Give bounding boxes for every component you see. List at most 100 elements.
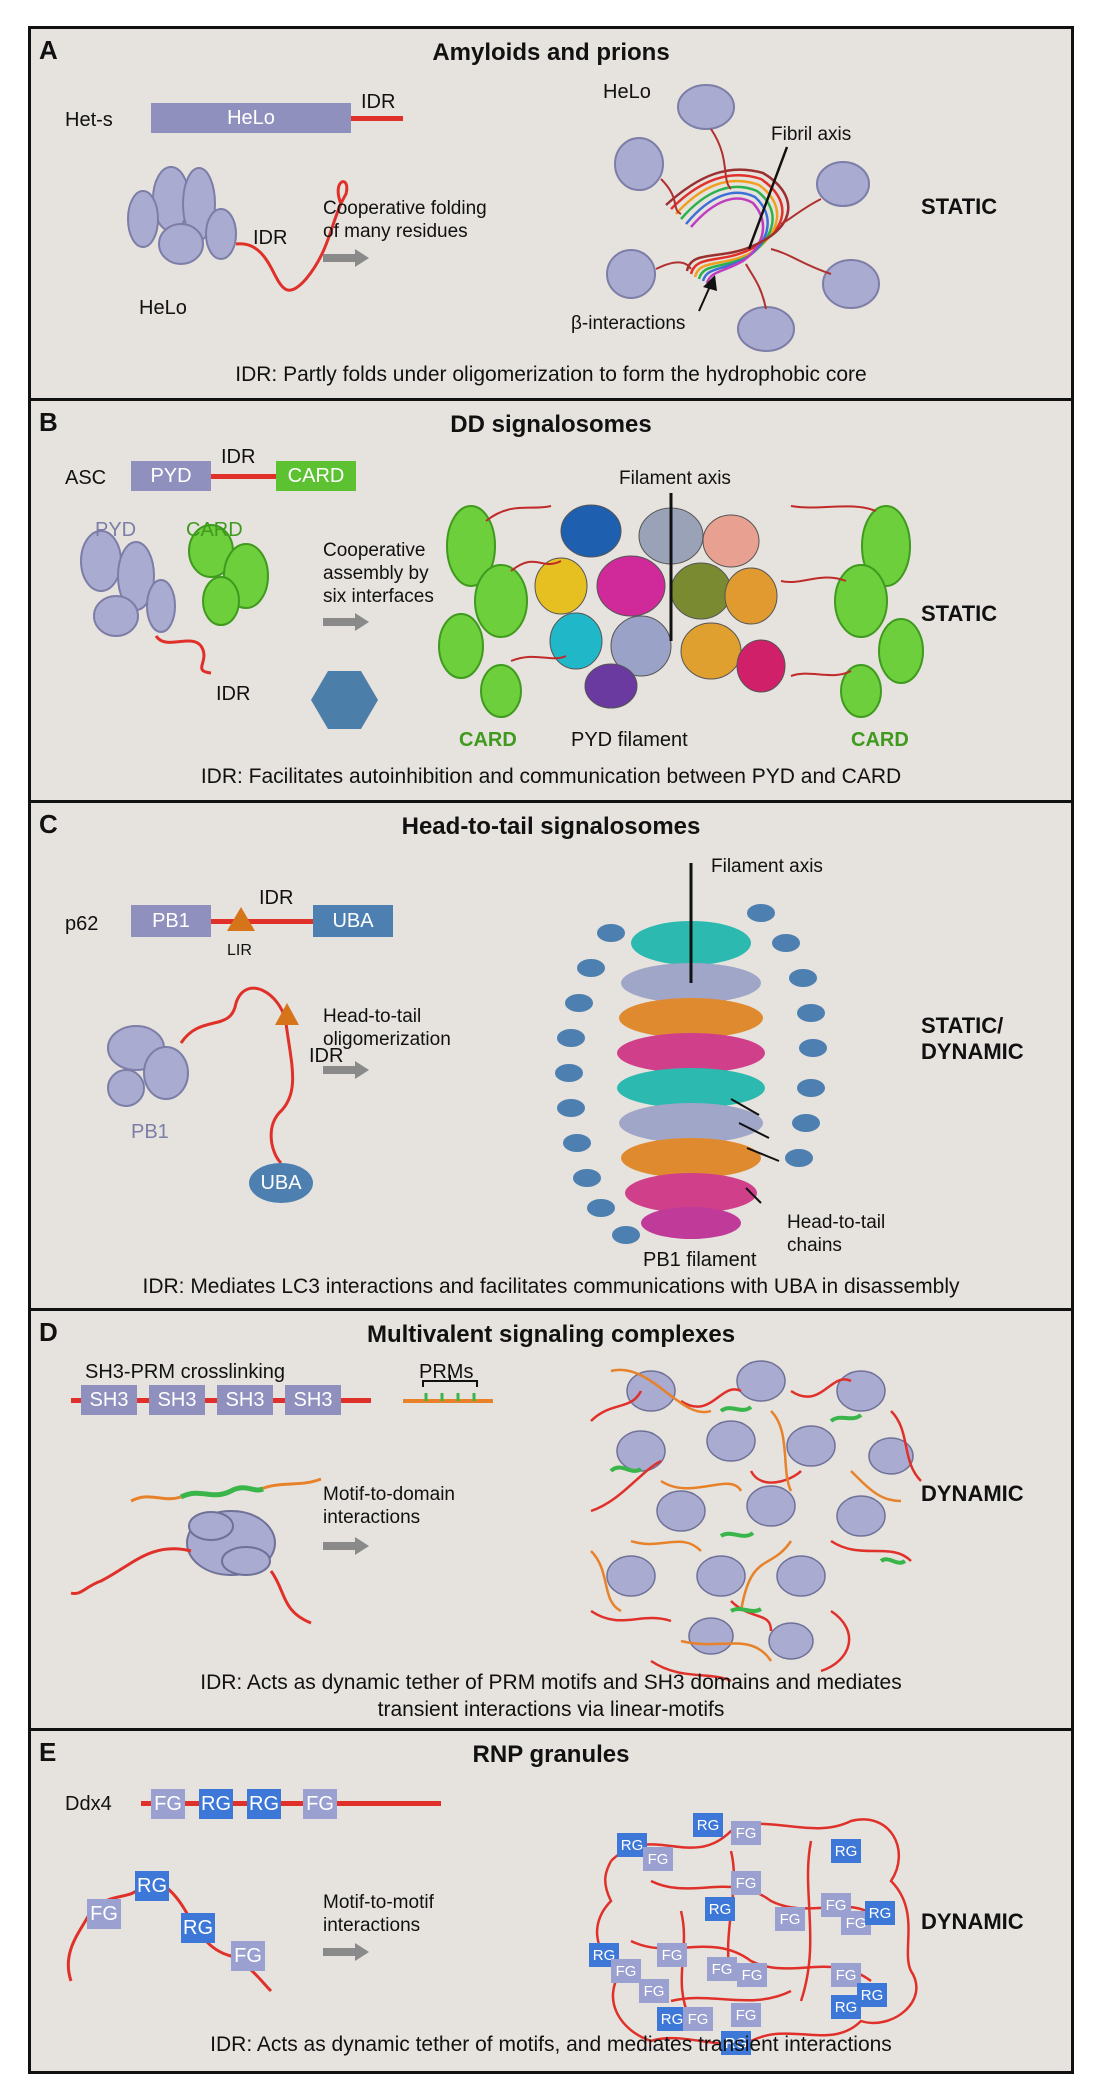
panel-c-arrow	[323, 1061, 369, 1079]
prm-bracket	[422, 1375, 478, 1387]
panel-b-arrow	[323, 613, 369, 631]
uba-ring-left	[555, 924, 640, 1244]
pyd-domain-box: PYD	[131, 461, 211, 491]
panel-c-caption: IDR: Mediates LC3 interactions and facil…	[142, 1275, 960, 1298]
ddx4-motif-rg-2: RG	[247, 1789, 281, 1819]
panel-e: E RNP granules Ddx4 FG RG RG FG FG RG RG…	[31, 1731, 1071, 2071]
panel-b-caption: IDR: Facilitates autoinhibition and comm…	[200, 765, 902, 788]
panel-c-state: STATIC/ DYNAMIC	[921, 1013, 1024, 1064]
ddx4-motif-rg-1: RG	[199, 1789, 233, 1819]
panel-e-label: E	[39, 1737, 57, 1767]
panel-d-label: D	[39, 1317, 58, 1347]
head-to-tail-chains-label: Head-to-tail chains	[787, 1212, 886, 1256]
helo-domain-box: HeLo	[151, 103, 351, 133]
ddx4-line	[141, 1801, 441, 1806]
panel-e-title: RNP granules	[472, 1741, 630, 1768]
struct-motif-fg-2: FG	[231, 1941, 265, 1971]
granule-fg: FG	[831, 1963, 861, 1987]
fibril-core	[665, 168, 790, 284]
ddx4-label: Ddx4	[65, 1793, 112, 1815]
fibril-helo-domains	[606, 84, 880, 352]
card-structure	[188, 524, 269, 626]
helo-idr-structure-label: IDR	[253, 227, 288, 249]
panel-d-title: Multivalent signaling complexes	[366, 1321, 736, 1348]
uba-structure-label: UBA	[260, 1171, 302, 1194]
p62-idr-structure-label: IDR	[309, 1045, 344, 1067]
panel-d-arrow	[323, 1537, 369, 1555]
pb1-structure-label: PB1	[131, 1121, 169, 1143]
granule-fg: FG	[731, 1871, 761, 1895]
panel-d-art	[70, 1360, 922, 1683]
pb1-filament-label: PB1 filament	[643, 1249, 757, 1271]
pyd-filament-label: PYD filament	[571, 729, 688, 751]
pyd-filament-core	[534, 504, 786, 709]
sh3-domain-1: SH3	[81, 1385, 137, 1415]
fibril-axis-line	[747, 146, 789, 250]
p62-idr-curve	[179, 986, 295, 1165]
prm-motifs	[424, 1393, 476, 1401]
struct-motif-rg-2: RG	[181, 1913, 215, 1943]
granule-rg: RG	[865, 1901, 895, 1925]
granule-fg: FG	[821, 1893, 851, 1917]
granule-rg: RG	[831, 1995, 861, 2019]
asc-idr-curve	[154, 634, 212, 675]
pb1-filament-axis-label: Filament axis	[711, 856, 823, 877]
panel-b-state: STATIC	[921, 601, 998, 626]
fibril-linkers	[655, 128, 832, 310]
granule-fg: FG	[707, 1957, 737, 1981]
panel-c: C Head-to-tail signalosomes p62 PB1 IDR …	[31, 803, 1071, 1311]
asc-idr-structure-label: IDR	[216, 683, 251, 705]
panel-a-title: Amyloids and prions	[432, 39, 670, 66]
struct-motif-rg-1: RG	[135, 1871, 169, 1901]
granule-fg: FG	[683, 2007, 713, 2031]
head-to-tail-arrows	[730, 1098, 780, 1204]
figure: A Amyloids and prions Het-s HeLo IDR	[28, 26, 1074, 2074]
sh3-network-green-links	[609, 1405, 907, 1613]
pyd-structure-label: PYD	[95, 519, 137, 541]
sh3-network-domains	[606, 1360, 914, 1660]
panel-a-process-text: Cooperative folding of many residues	[323, 198, 487, 242]
panel-c-label: C	[39, 809, 58, 839]
sh3-network-orange-links	[590, 1368, 902, 1662]
granule-fg: FG	[731, 2003, 761, 2027]
p62-idr-line	[211, 919, 341, 924]
sh3-network-red-links	[590, 1378, 922, 1683]
granule-rg: RG	[831, 1839, 861, 1863]
granule-fg: FG	[737, 1963, 767, 1987]
panel-b-title: DD signalosomes	[450, 411, 652, 438]
asc-idr-line	[211, 474, 301, 479]
panel-b-label: B	[39, 407, 58, 437]
sh3-domain-4: SH3	[285, 1385, 341, 1415]
card-structure-label: CARD	[186, 519, 243, 541]
panel-d: D Multivalent signaling complexes SH3-PR…	[31, 1311, 1071, 1731]
panel-b: B DD signalosomes ASC PYD IDR CARD	[31, 401, 1071, 803]
panel-e-art	[66, 1818, 918, 2046]
ddx4-motif-fg-1: FG	[151, 1789, 185, 1819]
granule-rg: RG	[657, 2007, 687, 2031]
granule-fg: FG	[639, 1979, 669, 2003]
panel-e-process-text: Motif-to-motif interactions	[323, 1892, 434, 1936]
lir-label: LIR	[227, 942, 252, 959]
panel-d-state: DYNAMIC	[921, 1481, 1024, 1506]
beta-interactions-label: β-interactions	[571, 313, 686, 334]
panel-e-state: DYNAMIC	[921, 1909, 1024, 1934]
sh3-domain-3: SH3	[217, 1385, 273, 1415]
filament-linkers	[485, 505, 877, 677]
granule-fg: FG	[775, 1907, 805, 1931]
het-s-idr-label: IDR	[361, 91, 396, 113]
granule-fg: FG	[643, 1847, 673, 1871]
panel-c-process-text: Head-to-tail oligomerization	[323, 1006, 451, 1050]
panel-b-art	[80, 493, 924, 729]
p62-idr-label: IDR	[259, 887, 294, 909]
uba-ring-right	[747, 904, 827, 1167]
panel-a-state: STATIC	[921, 194, 998, 219]
sh3-domain-2: SH3	[149, 1385, 205, 1415]
granule-rg: RG	[693, 1813, 723, 1837]
card-left-cluster	[438, 505, 528, 718]
panel-d-process-text: Motif-to-domain interactions	[323, 1484, 455, 1528]
uba-domain-box: UBA	[313, 905, 393, 937]
asc-idr-label: IDR	[221, 446, 256, 468]
panel-c-art	[107, 863, 827, 1244]
beta-pointer-head	[703, 275, 717, 291]
panel-d-caption: IDR: Acts as dynamic tether of PRM motif…	[200, 1671, 902, 1721]
